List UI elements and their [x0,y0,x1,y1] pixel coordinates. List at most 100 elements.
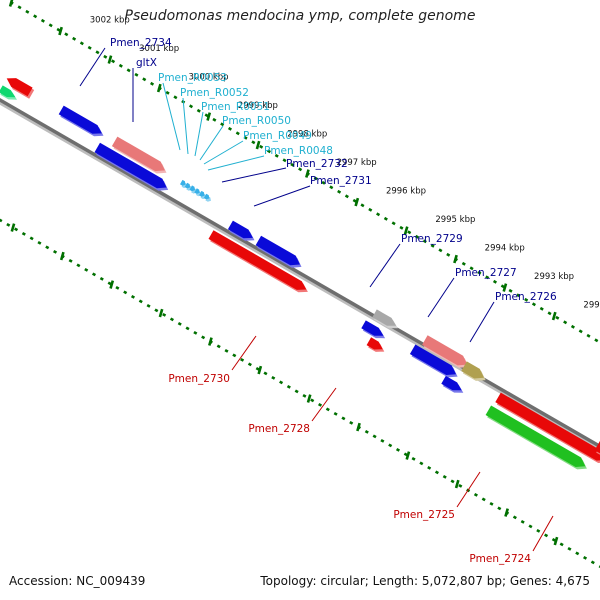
tick-dot [201,335,206,340]
gene-pmen-2734 [58,105,102,134]
tick-dot [485,275,490,280]
tick-dot [528,524,533,529]
tick-dot [162,312,167,317]
kbp-label: 3002 kbp [90,16,130,26]
tick-dot [286,384,291,389]
tick-dot [473,492,478,497]
tick-dot [446,252,451,257]
tick-major [454,479,460,489]
tick-major [58,26,63,36]
tick-dot [118,63,123,68]
tick-dot [169,317,174,322]
tick-dot [64,32,69,37]
gene-blue-lower [441,375,462,391]
map-title: Pseudomonas mendocina ymp, complete geno… [124,8,476,24]
tick-dot [578,329,583,334]
tick-dot [290,162,295,167]
tick-dot [586,333,591,338]
tick-major [403,226,409,235]
tick-dot [68,258,73,263]
tick-dot [427,465,432,470]
gene-blue-small [361,320,384,336]
gene-label-bottom-leader [231,335,257,371]
gene-label-top-leader [221,167,287,183]
tick-dot [368,207,373,212]
tick-dot [259,144,264,149]
tick-dot [430,243,435,248]
gene-label-top: Pmen_2731 [310,175,372,187]
gene-pmen-2728 [366,337,383,350]
tick-dot [383,216,388,221]
tick-dot [84,267,89,272]
tick-dot [173,95,178,100]
tick-dot [508,288,513,293]
tick-major [305,169,310,178]
tick-dot [559,542,564,547]
tick-dot [212,117,217,122]
gene-label-top-leader [427,277,455,318]
tick-dot [536,528,541,533]
tick-major [10,223,16,232]
tick-dot [48,23,53,28]
kbp-label: 2995 kbp [435,215,475,225]
tick-dot [422,239,427,244]
tick-major [306,394,312,403]
tick-dot [17,5,22,10]
tick-major [405,451,411,460]
gene-label-top: Pmen_R0051 [201,101,270,113]
gene-label-top: Pmen_R0050 [222,115,291,127]
gene-label-bottom: Pmen_2724 [469,553,531,565]
tick-dot [111,59,116,64]
tick-dot [150,81,155,86]
gene-label-top: Pmen_2734 [110,37,172,49]
gene-trna [199,190,205,197]
gene-trna [203,193,210,200]
tick-major [354,197,360,207]
gene-blue-forward [94,142,167,189]
tick-dot [240,357,245,362]
tick-dot [344,194,349,199]
kbp-label: 2996 kbp [386,187,426,197]
gene-label-top-leader [253,185,311,207]
tick-dot [372,434,377,439]
gene-label-top: Pmen_R0048 [264,145,333,157]
kbp-label: 3001 kbp [139,44,179,54]
gene-trna-shadow [205,196,211,202]
tick-dot [360,203,365,208]
tick-dot [224,348,229,353]
gene-label-top-leader [207,155,265,171]
tick-dot [177,321,182,326]
tick-dot [130,294,136,299]
tick-dot [318,402,323,407]
kbp-label: 2997 kbp [337,158,377,168]
tick-major [502,283,508,292]
inner-tick-ring [0,218,600,569]
gene-label-top-leader [182,97,189,155]
gene-pmen-2724 [594,440,600,454]
gene-pmen-2731 [255,235,300,266]
gene-pmen-2727 [422,335,468,366]
tick-dot [220,122,225,127]
tick-dot [193,330,198,335]
tick-dot [380,438,385,443]
tick-dot [185,326,190,331]
tick-dot [489,501,494,506]
tick-dot [79,41,84,46]
tick-dot [325,407,330,412]
tick-dot [243,135,248,140]
tick-major [8,0,14,7]
tick-dot [126,68,131,73]
gene-pmen-2730 [208,230,307,290]
tick-dot [349,420,354,425]
tick-dot [25,9,30,14]
tick-dot [477,270,482,275]
tick-dot [298,167,303,172]
tick-dot [547,311,552,316]
tick-dot [310,398,315,403]
gene-label-top: Pmen_2729 [401,233,463,245]
gene-label-top: Pmen_2727 [455,267,517,279]
tick-dot [14,227,19,232]
tick-dot [481,497,486,502]
tick-major [156,83,162,93]
